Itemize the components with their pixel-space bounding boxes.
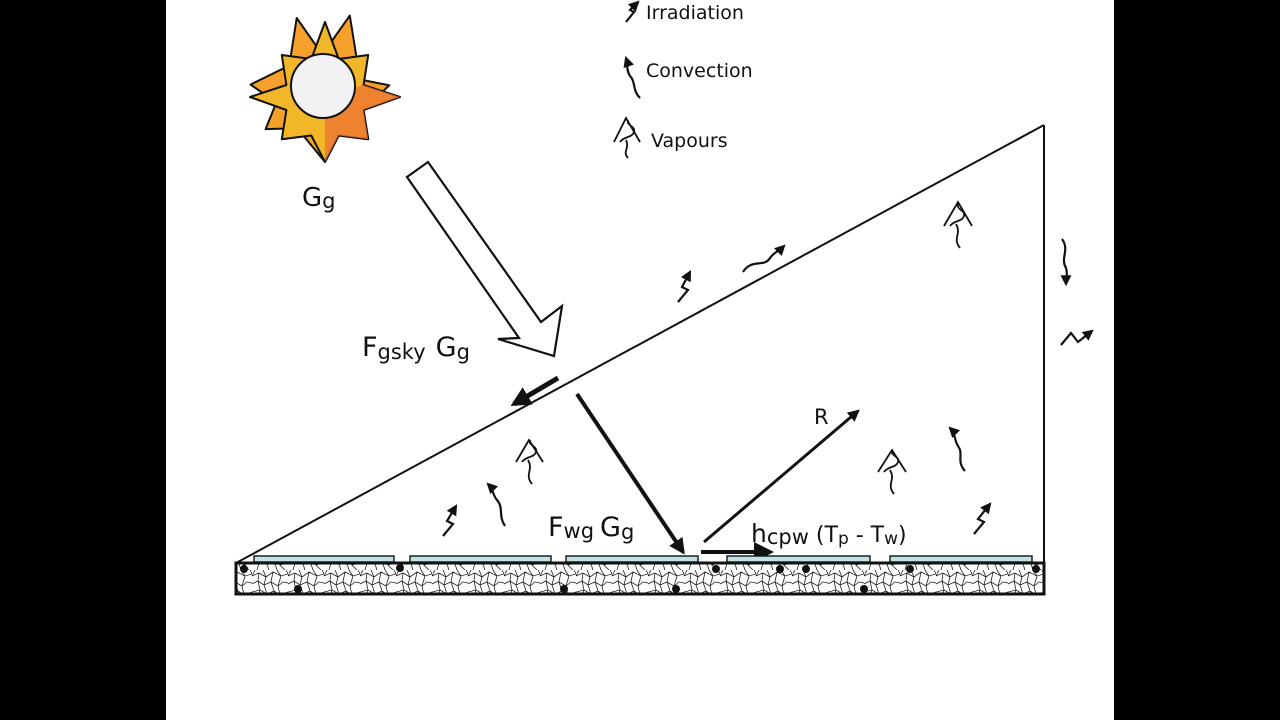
convection-icon (623, 55, 641, 99)
legend-vapours: Vapours (613, 116, 728, 159)
reflected-radiation-arrow (703, 409, 860, 544)
legend-convection-label: Convection (646, 60, 753, 82)
irradiation-icon (1060, 329, 1094, 346)
insulation-nodes (240, 564, 1040, 593)
basin (234, 555, 1046, 596)
convection-icon (1060, 238, 1072, 287)
transmitted-radiation-arrow (575, 392, 685, 555)
legend-convection: Convection (623, 55, 753, 99)
vapours-icon (877, 448, 907, 495)
irradiation-icon (973, 502, 992, 535)
water-liner (253, 555, 1033, 563)
vapour-symbols (515, 200, 973, 495)
incident-radiation-arrow (405, 160, 564, 358)
glass-cover (235, 124, 1045, 564)
solar-still-enclosure (235, 124, 1045, 565)
legend: Irradiation Convection Vapours (613, 0, 753, 159)
convection-symbols (486, 238, 1072, 527)
glass-reflection-arrow (510, 375, 560, 407)
irradiation-symbols (442, 270, 1094, 537)
sun-label: Gg (302, 183, 336, 213)
legend-vapours-label: Vapours (651, 130, 728, 152)
convection-icon (486, 482, 506, 527)
insulation-layer (234, 561, 1046, 596)
convection-icon (948, 426, 966, 472)
sun-core (290, 53, 356, 119)
sun-icon (249, 14, 401, 163)
irradiation-icon (677, 270, 692, 303)
legend-irradiation: Irradiation (625, 0, 744, 24)
irradiation-icon (625, 0, 640, 23)
legend-irradiation-label: Irradiation (646, 2, 744, 24)
irradiation-icon (442, 504, 458, 537)
vapours-icon (515, 438, 544, 485)
convection-heat-label: hcpw (Tp - Tw) (751, 519, 907, 549)
reflected-radiation-label: R (814, 405, 829, 429)
vapours-icon (943, 200, 973, 249)
convection-icon (742, 244, 786, 273)
vapours-icon (613, 116, 641, 159)
